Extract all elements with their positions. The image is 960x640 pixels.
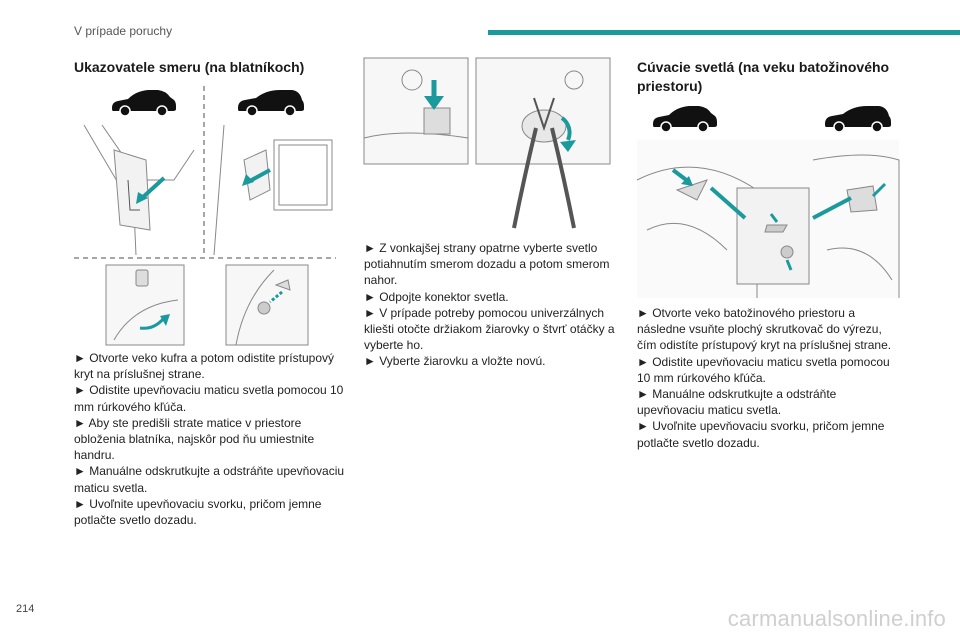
suv-silhouette-icon bbox=[825, 106, 891, 133]
reversing-lamp-illustration bbox=[636, 106, 900, 298]
step: ► Manuálne odskrutkujte a odstráňte upev… bbox=[637, 387, 837, 418]
step: ► Uvoľnite upevňovaciu svorku, pričom je… bbox=[637, 419, 885, 450]
step: ► Z vonkajšej strany opatrne vyberte sve… bbox=[364, 241, 610, 288]
car-silhouette-icon bbox=[653, 106, 717, 133]
step: ► V prípade potreby pomocou univerzálnyc… bbox=[364, 305, 615, 353]
step: ► Vyberte žiarovku a vložte novú. bbox=[364, 354, 546, 369]
step: ► Otvorte veko kufra a potom odistite pr… bbox=[74, 351, 334, 382]
step: ► Otvorte veko batožinového priestoru a … bbox=[637, 306, 892, 353]
step: ► Odistite upevňovaciu maticu svetla pom… bbox=[74, 383, 344, 414]
watermark: carmanualsonline.info bbox=[727, 606, 946, 631]
bulb-removal-illustration bbox=[363, 57, 611, 229]
car-silhouette-icon bbox=[112, 90, 176, 117]
heading-reversing-lamps: Cúvacie svetlá (na veku batožinového pri… bbox=[637, 59, 890, 94]
step: ► Manuálne odskrutkujte a odstráňte upev… bbox=[74, 464, 345, 495]
step: ► Odistite upevňovaciu maticu svetla pom… bbox=[637, 354, 890, 385]
turn-signal-steps: ► Otvorte veko kufra a potom odistite pr… bbox=[74, 350, 349, 528]
section-title: V prípade poruchy bbox=[74, 24, 173, 38]
reversing-lamp-steps: ► Otvorte veko batožinového priestoru a … bbox=[637, 305, 899, 451]
bulb-removal-steps: ► Z vonkajšej strany opatrne vyberte sve… bbox=[364, 240, 616, 370]
header-accent-bar bbox=[488, 30, 960, 35]
page-number: 214 bbox=[16, 603, 35, 615]
turn-signal-illustration bbox=[74, 86, 336, 346]
suv-silhouette-icon bbox=[238, 90, 304, 117]
step: ► Odpojte konektor svetla. bbox=[364, 289, 509, 304]
step: ► Aby ste predišli strate matice v pries… bbox=[74, 415, 315, 463]
heading-turn-signals: Ukazovatele smeru (na blatníkoch) bbox=[74, 59, 305, 75]
step: ► Uvoľnite upevňovaciu svorku, pričom je… bbox=[74, 496, 322, 528]
